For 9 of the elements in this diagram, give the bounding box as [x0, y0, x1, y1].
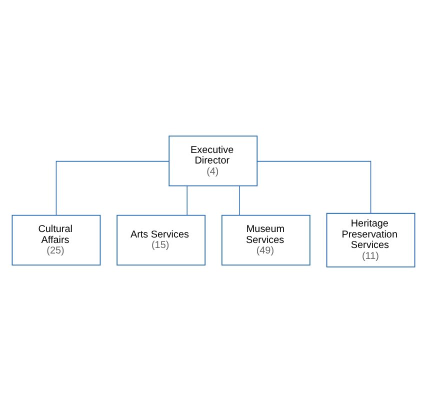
node-box: Arts Services (15)	[116, 214, 206, 265]
node-box: Executive Director (4)	[168, 135, 258, 186]
node-box: Museum Services (49)	[221, 214, 310, 265]
node-box: Cultural Affairs (25)	[12, 214, 101, 265]
node-box: Heritage Preservation Services (11)	[326, 212, 416, 267]
connector	[186, 185, 188, 216]
connector	[239, 185, 240, 216]
connector	[256, 160, 372, 214]
connector	[56, 160, 170, 216]
